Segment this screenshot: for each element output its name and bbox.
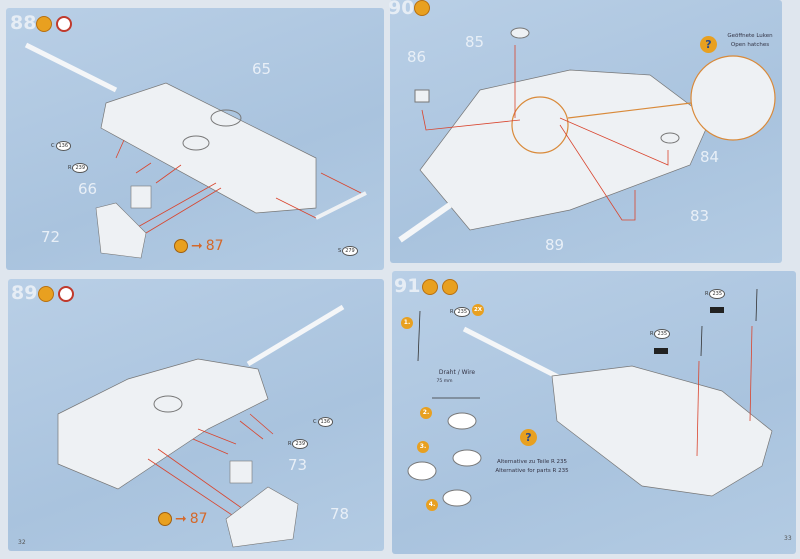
ref-letter: R (450, 309, 454, 315)
ref-letter: S (338, 248, 342, 254)
goto-step: ➞87 (174, 238, 224, 254)
part-66: 66 (78, 180, 98, 198)
part-86: 86 (407, 48, 427, 66)
clock-icon (58, 286, 74, 302)
note-en: Open hatches (730, 41, 770, 48)
substep-2: 2. (420, 407, 432, 419)
step-number: 88 (10, 12, 37, 34)
part-84: 84 (700, 148, 720, 166)
ref-letter: R (68, 165, 72, 171)
page-number-left: 32 (18, 539, 26, 546)
substep-4: 4. (426, 499, 438, 511)
step-number: 89 (11, 282, 38, 304)
question-icon: ? (520, 429, 537, 446)
note-de: Geöffnete Luken (727, 33, 773, 39)
ref-number: 279 (342, 246, 358, 256)
goto-step-number: 87 (205, 238, 224, 254)
ref-number: 235 (709, 289, 726, 299)
arrow-icon: ➞ (191, 238, 203, 254)
ref-letter: R (288, 441, 292, 447)
ref-number: 239 (292, 439, 309, 449)
part-73: 73 (288, 456, 308, 474)
part-89: 89 (545, 236, 565, 254)
step-number: 91 (394, 275, 421, 297)
tank-turret-drawing (398, 27, 776, 243)
goto-step: ➞87 (158, 511, 208, 527)
ref-number: 239 (72, 163, 89, 173)
substep-1: 1. (401, 317, 413, 329)
ref-letter: C (51, 143, 55, 149)
ref-number: 136 (55, 141, 72, 151)
subassembly-icon (158, 512, 172, 526)
substep-3: 3. (417, 441, 429, 453)
arrow-icon: ➞ (175, 511, 187, 527)
goto-step-number: 87 (189, 511, 208, 527)
ref-number: 136 (317, 417, 334, 427)
ref-letter: R (705, 291, 709, 297)
part-72: 72 (41, 228, 61, 246)
tank-hull-drawing (57, 304, 345, 548)
part-83: 83 (690, 207, 710, 225)
ref-letter: R (650, 331, 654, 337)
paint-icon (36, 16, 52, 32)
paint-icon (38, 286, 54, 302)
tank-hull-drawing (24, 42, 367, 259)
alt-en: Alternative for parts R 235 (495, 467, 569, 474)
part-85: 85 (465, 33, 485, 51)
quantity-badge: 2X (472, 304, 484, 316)
tank-antenna-drawing (407, 288, 773, 507)
paint-brush-icon (442, 279, 458, 295)
subassembly-icon (174, 239, 188, 253)
alt-de: Alternative zu Teile R 235 (496, 459, 568, 465)
wire-length: 75 mm (436, 379, 453, 384)
ref-number: 235 (454, 307, 471, 317)
wire-label: Draht / Wire (438, 369, 476, 376)
question-icon: ? (700, 36, 717, 53)
paint-icon (414, 0, 430, 16)
ref-number: 235 (654, 329, 671, 339)
part-78: 78 (330, 505, 350, 523)
clock-icon (56, 16, 72, 32)
sanding-icon (422, 279, 438, 295)
page-number-right: 33 (784, 535, 792, 542)
part-65: 65 (252, 60, 272, 78)
ref-letter: C (313, 419, 317, 425)
step-number: 90 (388, 0, 415, 19)
